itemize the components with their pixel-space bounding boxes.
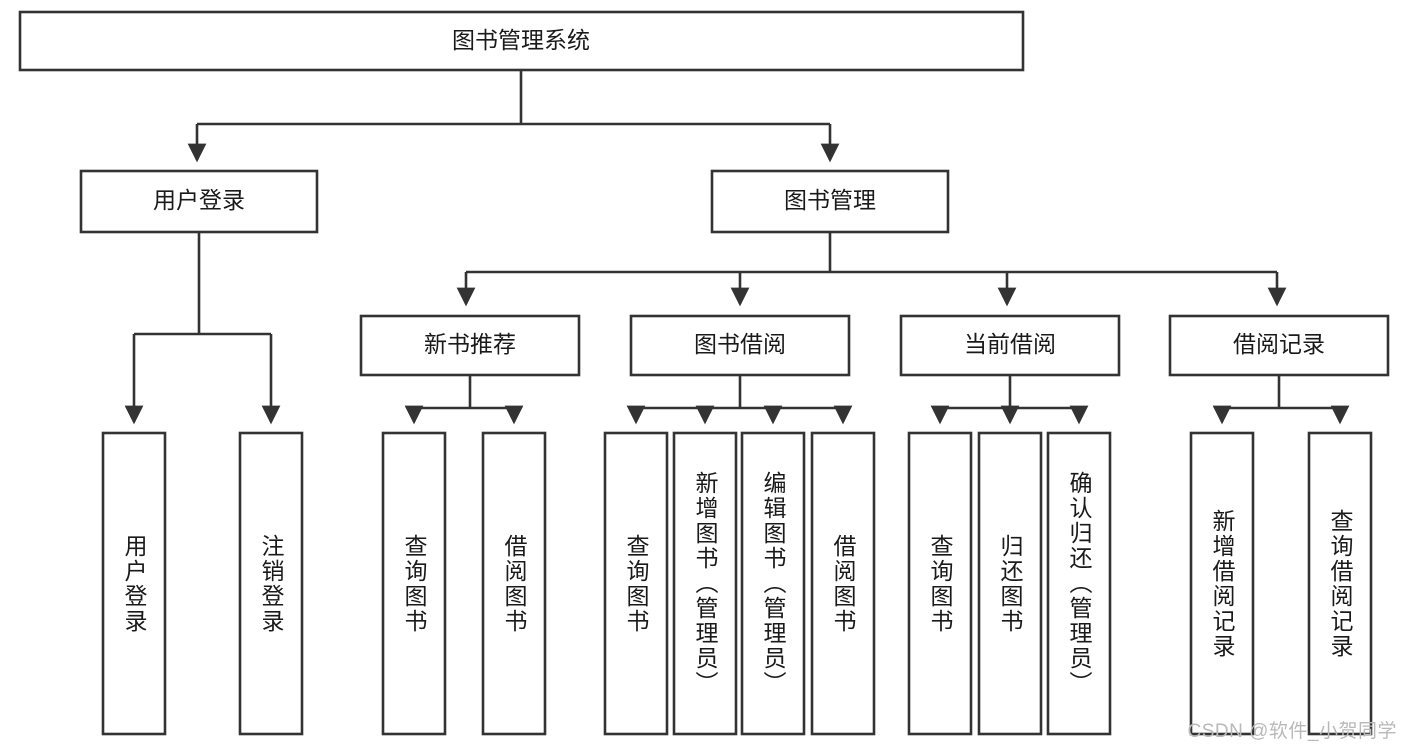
leaf-user-login-box[interactable] <box>101 431 167 736</box>
leaf-logout-login-box[interactable] <box>238 431 304 736</box>
edge-borrow-record-to-leaves <box>1212 375 1350 425</box>
node-book-borrow[interactable]: 图书借阅 <box>629 314 851 377</box>
edge-root-to-level2 <box>187 70 840 163</box>
leaf-boxes <box>101 431 1373 736</box>
node-user-login-label: 用户登录 <box>153 187 245 213</box>
leaf-query-book-1-box[interactable] <box>381 431 447 736</box>
node-book-management-label: 图书管理 <box>784 187 876 213</box>
edge-current-borrow-to-leaves <box>930 375 1089 425</box>
leaf-borrow-book-2-box[interactable] <box>810 431 876 736</box>
leaf-query-book-2-box[interactable] <box>603 431 669 736</box>
leaf-query-book-3-box[interactable] <box>907 431 973 736</box>
node-current-borrow-label: 当前借阅 <box>964 331 1056 357</box>
leaf-query-record-box[interactable] <box>1307 431 1373 736</box>
edge-new-book-recommend-to-leaves <box>404 375 524 425</box>
node-new-book-recommend-box <box>359 314 581 377</box>
node-user-login[interactable]: 用户登录 <box>79 169 319 234</box>
leaf-borrow-book-1-box[interactable] <box>481 431 547 736</box>
leaf-confirm-return-box[interactable] <box>1046 431 1112 736</box>
node-borrow-record[interactable]: 借阅记录 <box>1168 314 1390 377</box>
node-current-borrow-box <box>899 314 1121 377</box>
edge-book-management-to-level3 <box>456 232 1287 307</box>
leaf-add-record-box[interactable] <box>1189 431 1255 736</box>
node-current-borrow[interactable]: 当前借阅 <box>899 314 1121 377</box>
node-borrow-record-label: 借阅记录 <box>1233 331 1325 357</box>
node-book-borrow-label: 图书借阅 <box>694 331 786 357</box>
leaf-add-book-box[interactable] <box>672 431 738 736</box>
node-root-box <box>18 10 1025 72</box>
node-root[interactable]: 图书管理系统 <box>18 10 1025 72</box>
watermark: CSDN @软件_小贺同学 <box>1187 721 1397 742</box>
node-new-book-recommend[interactable]: 新书推荐 <box>359 314 581 377</box>
edge-user-login-to-leaves <box>124 232 281 425</box>
node-root-label: 图书管理系统 <box>452 27 590 53</box>
leaf-return-book-box[interactable] <box>977 431 1043 736</box>
edge-book-borrow-to-leaves <box>626 375 853 425</box>
leaf-edit-book-box[interactable] <box>740 431 806 736</box>
node-new-book-recommend-label: 新书推荐 <box>424 331 516 357</box>
node-user-login-box <box>79 169 319 234</box>
node-book-management[interactable]: 图书管理 <box>710 169 950 234</box>
